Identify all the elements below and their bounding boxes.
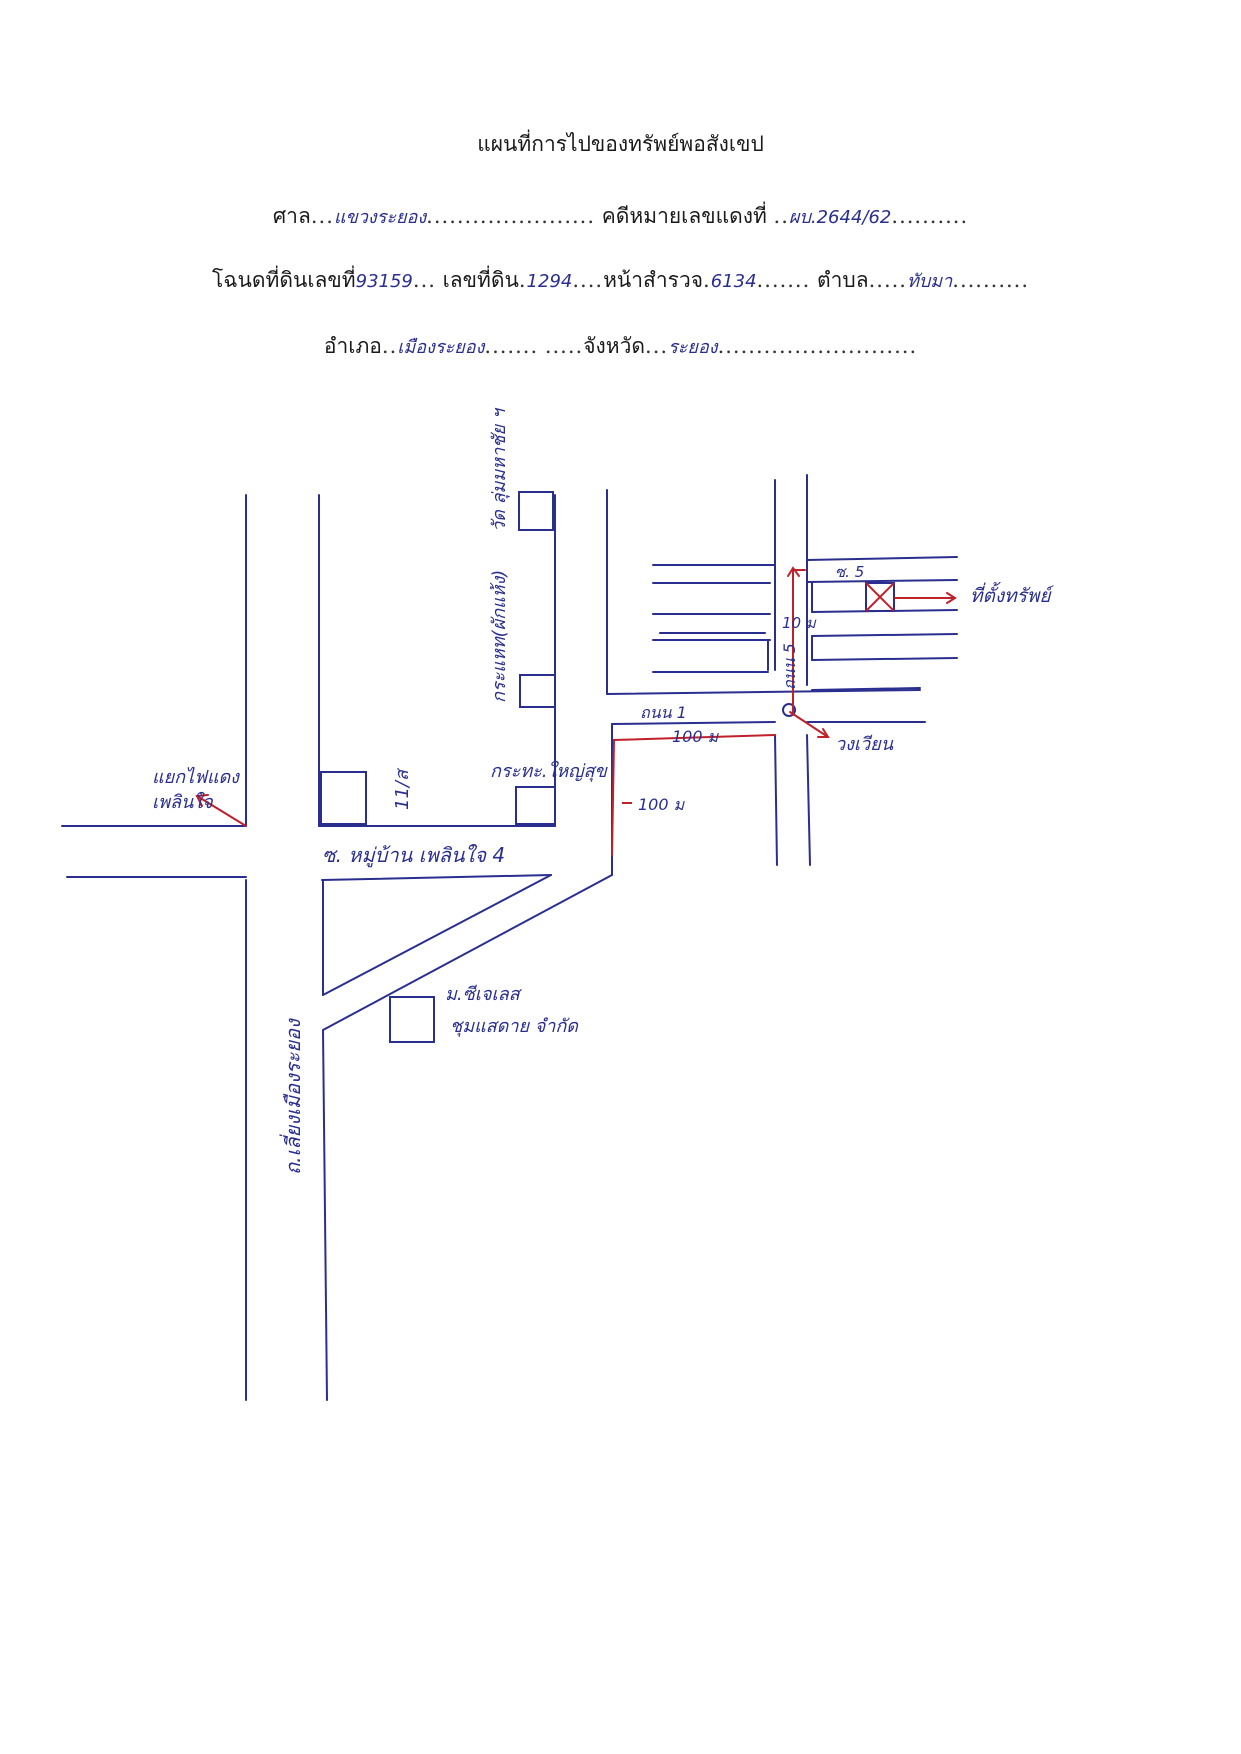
- label-shop-dried: กระแหท(ผักแห้ง): [489, 570, 510, 703]
- label-property: ที่ตั้งทรัพย์: [970, 581, 1055, 607]
- label-tnm1: ถนน 1: [640, 703, 687, 722]
- route-path: [195, 566, 957, 856]
- roundabout-marker: [782, 703, 796, 717]
- label-ten-m: 10 ม: [782, 614, 817, 632]
- deed-label: โฉนดที่ดินเลขที่: [211, 268, 356, 292]
- label-dist-100-a: 100 ม: [672, 727, 720, 746]
- label-shop-tk: กระทะ.ใหญ่สุข: [490, 760, 608, 782]
- road-lines: [61, 474, 958, 1401]
- red-case-label: คดีหมายเลขแดงที่: [601, 204, 767, 228]
- label-traffic-light: แยกไฟแดง: [152, 766, 240, 788]
- map-text: วัด ลุ่มมหาชัย ฯ กระแหท(ผักแห้ง) กระทะ.ใ…: [152, 407, 1055, 1175]
- province-value: ระยอง: [668, 337, 718, 358]
- land-no-value: 1294: [526, 271, 573, 292]
- survey-page-value: 6134: [710, 271, 757, 292]
- label-traffic-light-2: เพลินใจ: [152, 791, 214, 813]
- red-case-value: ผบ.2644/62: [788, 207, 892, 228]
- district-value: เมืองระยอง: [397, 337, 485, 358]
- court-line: ศาล...แขวงระยอง...................... คด…: [272, 204, 969, 228]
- deed-value: 93159: [355, 271, 413, 292]
- label-soi-main: ซ. หมู่บ้าน เพลินใจ 4: [322, 843, 505, 868]
- province-label: จังหวัด: [583, 334, 646, 358]
- survey-page-label: หน้าสำรวจ: [603, 268, 704, 292]
- label-lane-eleven: 11/ส: [392, 767, 413, 810]
- deed-line: โฉนดที่ดินเลขที่93159... เลขที่ดิน.1294.…: [211, 268, 1030, 292]
- subdistrict-value: ทับมา: [907, 271, 953, 292]
- label-seven-eleven-2: ชุมแสดาย จำกัด: [450, 1016, 579, 1037]
- district-label: อำเภอ: [323, 334, 382, 358]
- land-no-label: เลขที่ดิน: [442, 268, 519, 292]
- label-dist-100-b: 100 ม: [638, 795, 686, 814]
- label-temple: วัด ลุ่มมหาชัย ฯ: [489, 407, 510, 532]
- district-line: อำเภอ..เมืองระยอง....... .....จังหวัด...…: [323, 334, 918, 358]
- label-main-road: ถ.เลี่ยงเมืองระยอง: [279, 1018, 305, 1175]
- property-marker: [865, 582, 895, 612]
- court-label: ศาล: [272, 204, 311, 228]
- label-seven-eleven: ม.ซีเจเลส: [445, 984, 523, 1005]
- label-lane-tnm5: ถนน 5: [780, 643, 799, 690]
- label-roundabout: วงเวียน: [835, 734, 894, 755]
- document-title: แผนที่การไปของทรัพย์พอสังเขป: [477, 132, 764, 156]
- court-value: แขวงระยอง: [333, 207, 427, 228]
- subdistrict-label: ตำบล: [816, 268, 869, 292]
- label-soi-five: ซ. 5: [835, 563, 864, 581]
- buildings: [320, 491, 556, 1043]
